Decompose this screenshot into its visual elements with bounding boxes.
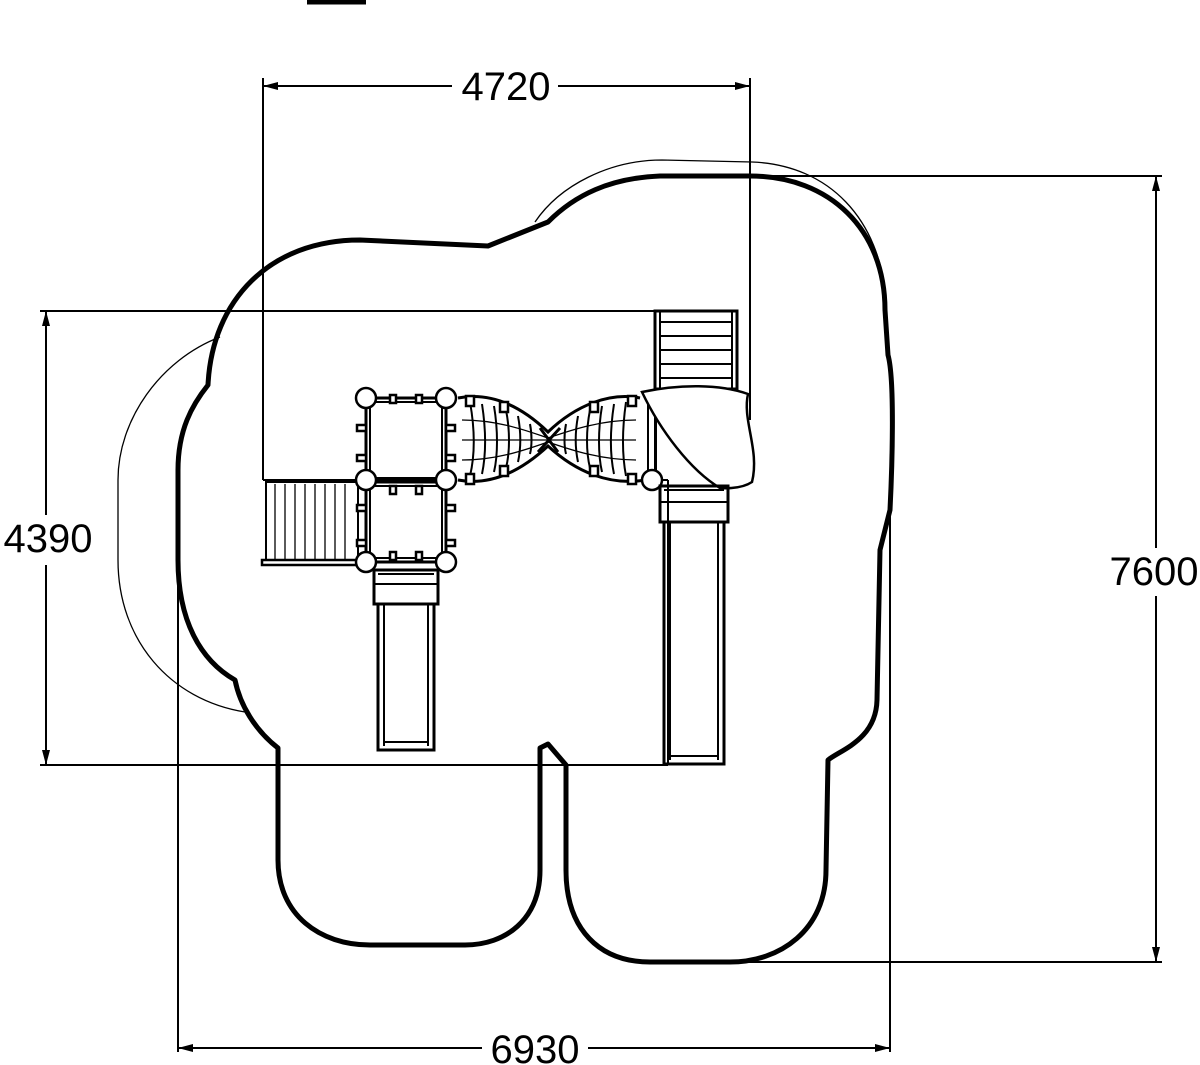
dimension-bottom: 6930 <box>177 470 891 1065</box>
dimension-right-label: 7600 <box>1110 550 1199 594</box>
equipment-structure <box>260 309 756 766</box>
tower-frames <box>354 386 458 574</box>
dimension-top: 4720 <box>262 65 751 480</box>
dimension-bottom-label: 6930 <box>491 1028 580 1065</box>
left-staircase <box>260 481 364 567</box>
left-slide <box>372 568 440 752</box>
crawl-tunnel-bridge <box>457 394 646 486</box>
dimension-left-label: 4390 <box>4 517 93 561</box>
right-slide <box>658 484 730 766</box>
top-secondary-zone <box>534 159 887 301</box>
safety-zone-outline <box>175 173 895 965</box>
dimension-left: 4390 <box>4 310 668 766</box>
left-secondary-zone <box>117 336 246 713</box>
dimension-top-label: 4720 <box>462 65 551 109</box>
dimension-right: 7600 <box>730 175 1199 963</box>
right-roof-panel <box>640 384 756 492</box>
right-ladder <box>653 309 739 391</box>
